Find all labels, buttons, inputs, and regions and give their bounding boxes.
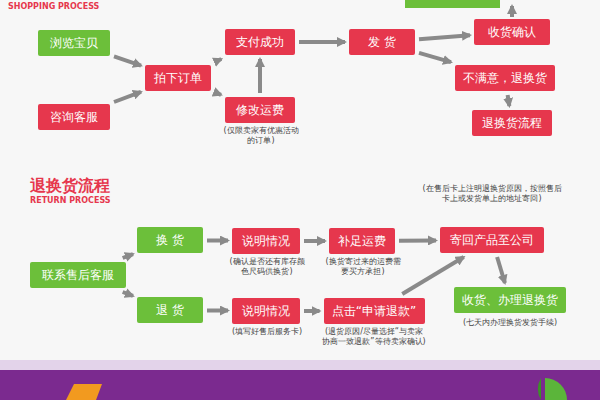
flow-arrow — [497, 257, 505, 283]
process-box: 换 货 — [137, 227, 203, 253]
box-text: 退换货流程 — [482, 115, 542, 132]
flow-arrow — [508, 95, 510, 106]
box-text: 退 货 — [156, 302, 184, 319]
process-box: 收货、办理退换货 — [454, 287, 566, 313]
note: (退货原因/尽量选择“与卖家协商一致退款”等待卖家确认) — [322, 327, 426, 346]
orange-icon — [66, 384, 102, 400]
up-arrow — [510, 6, 514, 17]
process-box: 说明情况 — [232, 298, 300, 324]
note: (换货寄过来的运费需要买方承担) — [322, 257, 404, 276]
flow-arrow — [304, 309, 320, 313]
note: (在售后卡上注明退换货原因，按照售后卡上或发货单上的地址寄回) — [420, 184, 564, 203]
box-text: 咨询客服 — [50, 109, 98, 126]
box-text: 修改运费 — [236, 102, 284, 119]
box-text: 联系售后客服 — [42, 267, 114, 284]
box-text: 不满意，退换货 — [463, 70, 547, 87]
flow-arrow — [304, 239, 325, 243]
box-text: 寄回产品至公司 — [450, 232, 534, 249]
flow-arrow — [258, 59, 262, 93]
process-box: 说明情况 — [232, 228, 300, 254]
flow-arrow — [419, 35, 470, 39]
box-text: 收货、办理退换货 — [462, 292, 558, 309]
process-box: 不满意，退换货 — [455, 65, 555, 91]
flow-arrow — [215, 59, 221, 62]
pie-icon — [545, 378, 567, 400]
process-box: 支付成功 — [225, 29, 295, 55]
process-box: 退 货 — [137, 297, 203, 323]
note: (仅限卖家有优惠活动的订单) — [222, 126, 300, 145]
flow-arrow — [123, 292, 133, 296]
process-box: 修改运费 — [225, 97, 295, 123]
band-purple — [0, 370, 600, 400]
box-text: 换 货 — [156, 232, 184, 249]
box-text: 支付成功 — [236, 34, 284, 51]
box-text: 点击“申请退款” — [332, 303, 416, 320]
box-text: 浏览宝贝 — [50, 35, 98, 52]
note: (填写好售后服务卡) — [222, 327, 312, 337]
process-box: 寄回产品至公司 — [440, 227, 544, 253]
box-text: 拍下订单 — [154, 70, 202, 87]
section-subtitle: SHOPPING PROCESS — [8, 2, 118, 12]
process-box: 浏览宝贝 — [38, 30, 110, 56]
section-title: 退换货流程 — [30, 176, 150, 195]
note: (确认是否还有库存颜色尺码供换货) — [228, 257, 306, 276]
cut-box — [405, 0, 500, 8]
process-box: 联系售后客服 — [30, 262, 126, 288]
flow-arrow — [207, 238, 228, 242]
process-box: 收货确认 — [474, 19, 550, 45]
flow-arrow — [207, 308, 228, 312]
box-text: 说明情况 — [242, 233, 290, 250]
process-box: 咨询客服 — [38, 104, 110, 130]
flow-arrow — [114, 56, 141, 65]
pie-icon — [538, 378, 541, 400]
box-text: 说明情况 — [242, 303, 290, 320]
flow-arrow — [399, 238, 436, 242]
box-text: 补足运费 — [338, 233, 386, 250]
box-text: 收货确认 — [488, 24, 536, 41]
process-box: 拍下订单 — [145, 65, 211, 91]
process-box: 退换货流程 — [472, 110, 552, 136]
process-box: 发 货 — [349, 29, 415, 55]
note: (七天内办理换货发货手续) — [452, 318, 568, 328]
flow-arrow — [299, 40, 345, 44]
box-text: 发 货 — [368, 34, 396, 51]
process-box: 补足运费 — [329, 228, 395, 254]
flow-arrow — [114, 92, 141, 102]
flow-arrow — [419, 53, 451, 62]
process-box: 点击“申请退款” — [324, 298, 425, 324]
flow-arrow — [215, 92, 221, 94]
section-subtitle: RETURN PROCESS — [30, 196, 150, 206]
flow-arrow — [123, 254, 133, 258]
band-light — [0, 360, 600, 370]
